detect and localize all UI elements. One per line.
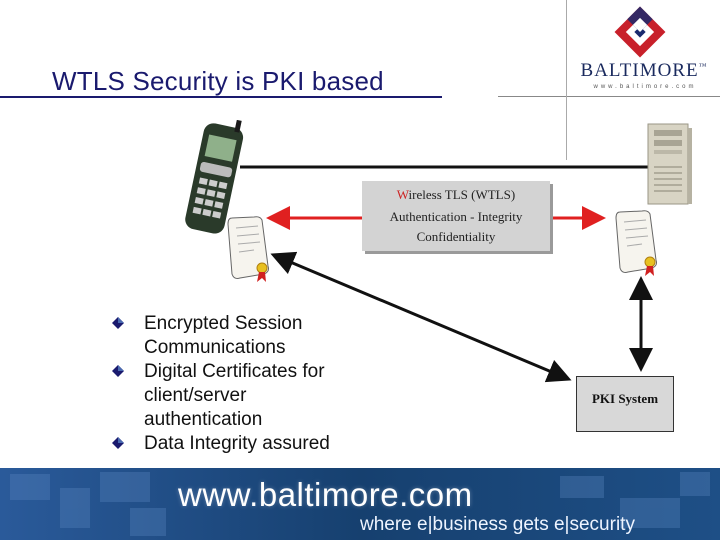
wtls-first-letter: W	[396, 187, 409, 202]
logo-url-tagline: www.baltimore.com	[593, 84, 697, 90]
list-item: Data Integrity assured	[112, 432, 362, 456]
list-item: Digital Certificates for client/server a…	[112, 360, 362, 432]
diamond-bullet-icon	[112, 437, 124, 449]
logo-trademark: ™	[698, 61, 708, 71]
wtls-line-3: Confidentiality	[416, 229, 496, 244]
logo-name: BALTIMORE	[580, 60, 699, 81]
logo-underline	[498, 96, 720, 97]
diamond-bullet-icon	[112, 365, 124, 377]
bullet-text: Digital Certificates for client/server a…	[144, 361, 325, 430]
bullet-text: Encrypted Session Communications	[144, 313, 303, 358]
footer-url[interactable]: www.baltimore.com	[178, 476, 473, 513]
vertical-divider	[566, 0, 567, 160]
client-pki-arrow	[270, 251, 572, 383]
footer-banner	[0, 468, 720, 540]
wtls-line-1: Wireless TLS (WTLS)	[362, 187, 550, 203]
baltimore-logo-icon	[614, 6, 666, 58]
certificate-scroll-icon	[227, 216, 269, 282]
pki-system-box: PKI System	[576, 376, 674, 432]
diamond-bullet-icon	[112, 317, 124, 329]
footer-tagline: where e|business gets e|security	[360, 514, 635, 535]
wtls-line-1-rest: ireless TLS (WTLS)	[408, 187, 516, 202]
mobile-phone-icon	[185, 120, 244, 234]
certificate-scroll-icon	[615, 210, 657, 276]
pki-system-label: PKI System	[591, 391, 659, 406]
bullet-list: Encrypted Session Communications Digital…	[112, 312, 362, 456]
bullet-text: Data Integrity assured	[144, 433, 330, 454]
server-tower-icon	[647, 123, 692, 205]
wtls-label-box: Wireless TLS (WTLS) Authentication - Int…	[362, 181, 550, 251]
wtls-line-2: Authentication - Integrity	[389, 209, 523, 224]
title-underline	[0, 96, 442, 98]
logo-wordmark: BALTIMORE™	[574, 60, 714, 82]
list-item: Encrypted Session Communications	[112, 312, 362, 360]
slide-title: WTLS Security is PKI based	[52, 66, 384, 96]
